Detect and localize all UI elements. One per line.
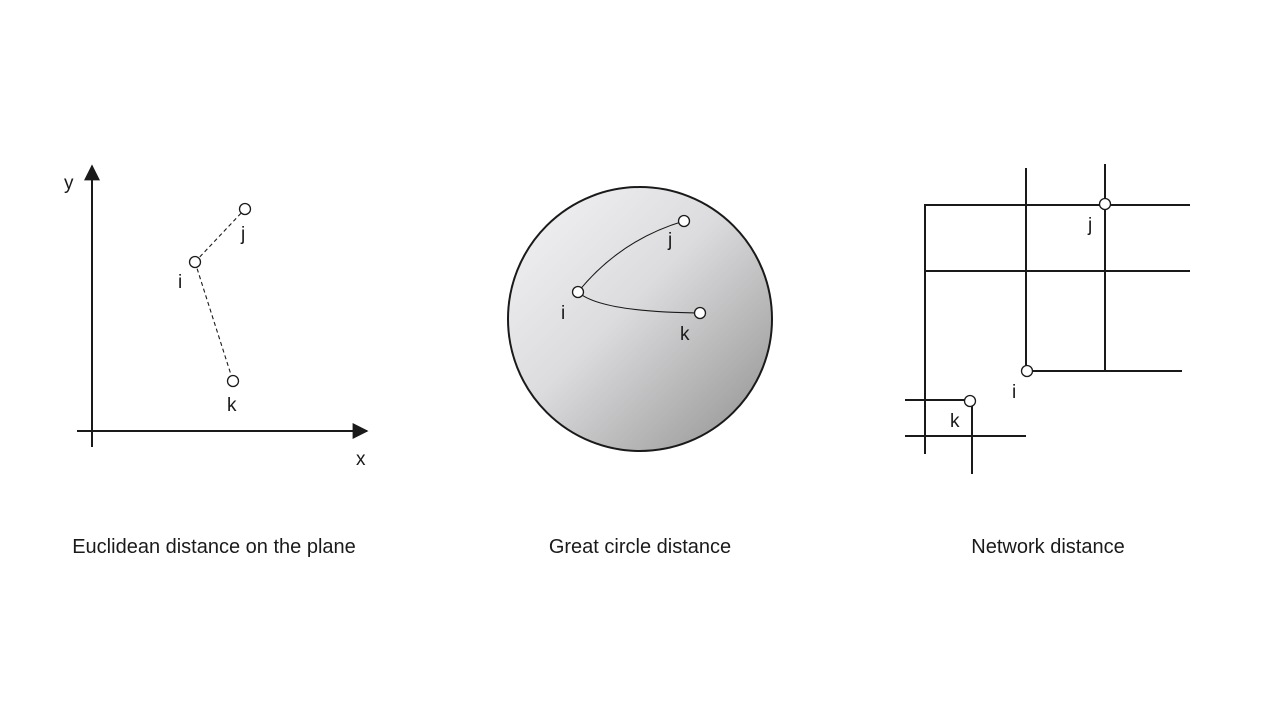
euclidean-panel: y x j i k Euclidean distance on the plan… xyxy=(64,164,369,558)
great-circle-panel: j i k Great circle distance xyxy=(507,186,773,558)
y-axis-label: y xyxy=(64,173,74,194)
x-axis-label: x xyxy=(356,449,366,470)
node-label-j: j xyxy=(1087,215,1092,236)
node-i xyxy=(188,255,202,269)
edge-i-j xyxy=(194,208,246,263)
arc-i-j xyxy=(577,220,685,293)
node-j xyxy=(677,214,691,228)
node-label-j: j xyxy=(240,224,245,245)
node-i xyxy=(1020,364,1034,378)
node-k xyxy=(693,306,707,320)
node-i xyxy=(571,285,585,299)
node-j xyxy=(1098,197,1112,211)
node-k xyxy=(963,394,977,408)
arc-i-k xyxy=(577,291,701,314)
node-label-k: k xyxy=(227,395,237,416)
street-network xyxy=(905,164,1190,474)
network-panel: j i k Network distance xyxy=(905,164,1190,558)
great-circle-caption: Great circle distance xyxy=(549,536,731,558)
node-label-i: i xyxy=(561,303,565,324)
node-label-i: i xyxy=(1012,382,1016,403)
node-k xyxy=(226,374,240,388)
edge-i-k xyxy=(194,261,234,382)
node-j xyxy=(238,202,252,216)
sphere xyxy=(507,186,773,452)
node-label-k: k xyxy=(950,411,960,432)
node-label-k: k xyxy=(680,324,690,345)
network-caption: Network distance xyxy=(971,536,1124,558)
node-label-i: i xyxy=(178,272,182,293)
euclidean-caption: Euclidean distance on the plane xyxy=(72,536,356,558)
node-label-j: j xyxy=(667,230,672,251)
